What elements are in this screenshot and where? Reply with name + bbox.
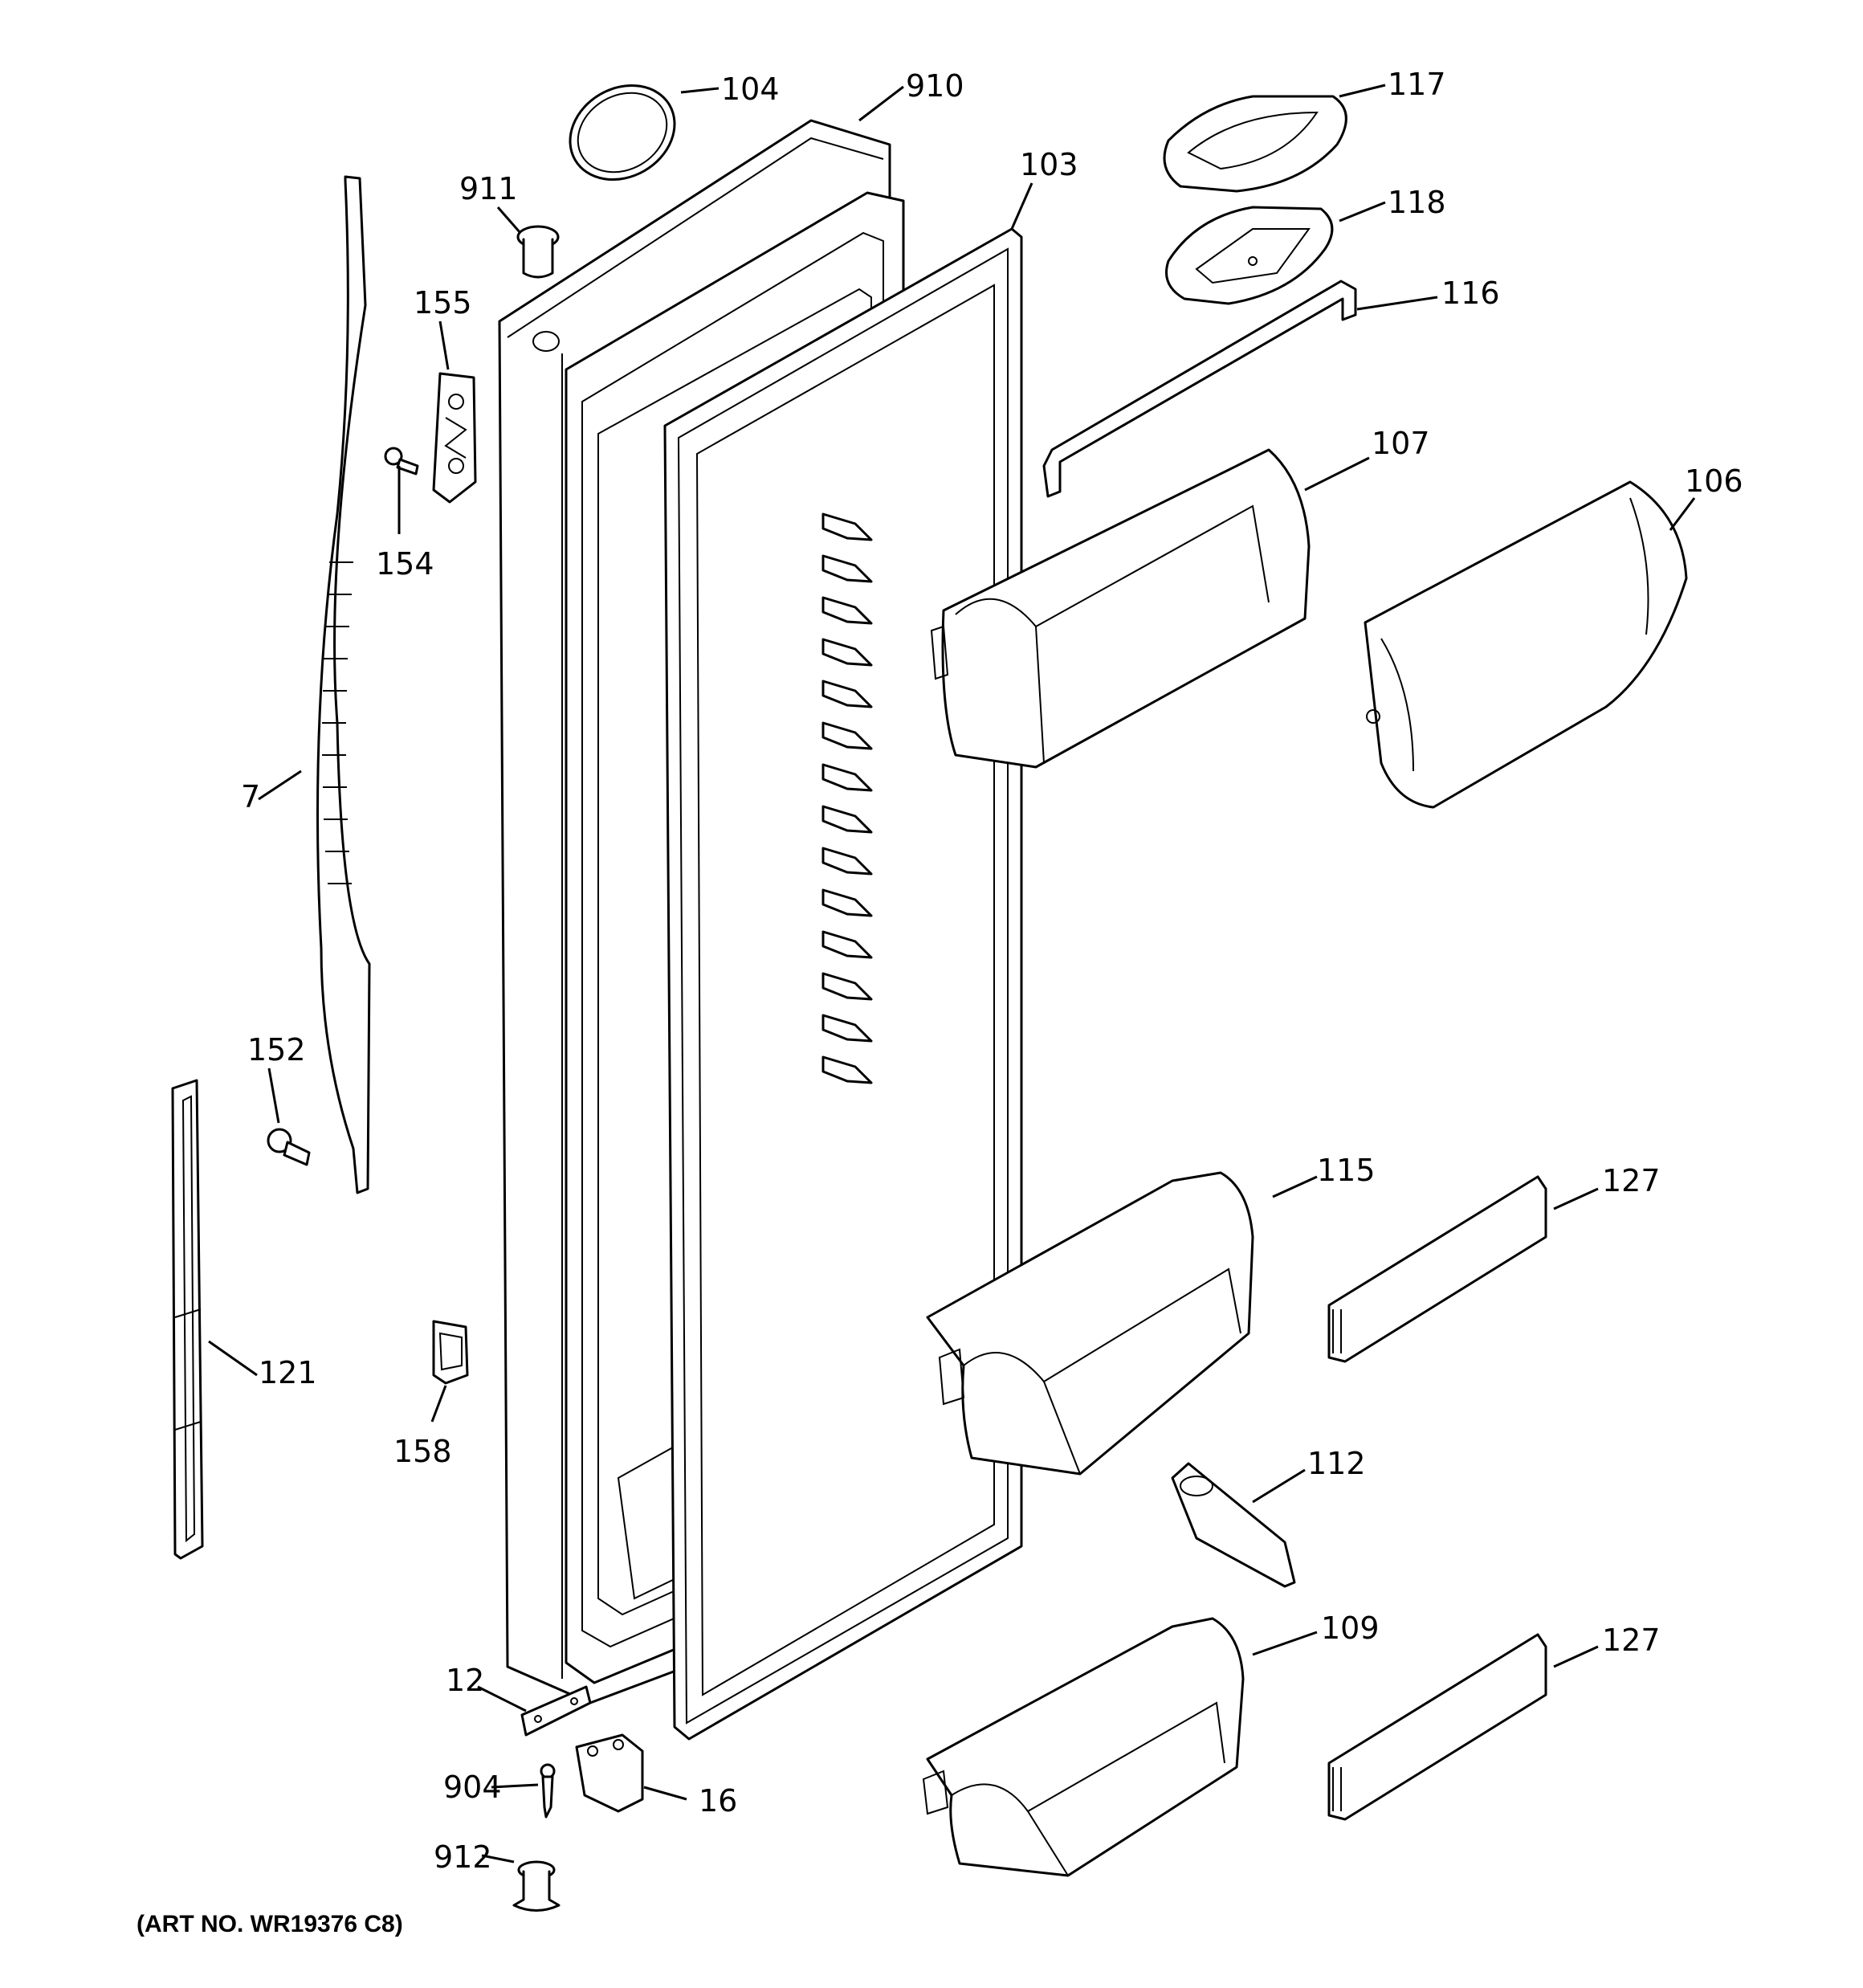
callout-12: 12 (446, 1663, 484, 1698)
bottom-hinge-plate (520, 1685, 592, 1737)
callout-121: 121 (259, 1355, 317, 1390)
bottom-hinge (575, 1733, 644, 1813)
callout-127-lower: 127 (1602, 1623, 1661, 1658)
callout-7: 7 (241, 779, 260, 814)
leader-lines (208, 84, 1696, 1863)
callout-109: 109 (1321, 1610, 1380, 1646)
dairy-bin (1165, 206, 1334, 305)
callout-103: 103 (1020, 147, 1078, 182)
lower-door-bin (922, 1617, 1245, 1877)
middle-bin-insert (1327, 1175, 1547, 1363)
dairy-rail (1042, 280, 1357, 498)
callout-104: 104 (721, 71, 780, 107)
callout-904: 904 (443, 1770, 502, 1805)
callout-912: 912 (434, 1839, 492, 1875)
callout-155: 155 (414, 285, 472, 320)
hinge-screw (384, 447, 419, 476)
callout-911: 911 (459, 171, 518, 206)
callout-118: 118 (1388, 185, 1446, 220)
seal-ring (569, 84, 676, 182)
callout-910: 910 (906, 68, 964, 104)
bottom-bushing (512, 1860, 561, 1912)
callout-115: 115 (1317, 1153, 1376, 1188)
hinge-plate-screw (540, 1763, 556, 1819)
shelf-rail-tabs (821, 512, 873, 1084)
callout-116: 116 (1441, 276, 1500, 311)
hinge-bracket (432, 372, 477, 504)
callout-16: 16 (699, 1783, 737, 1819)
callout-127-upper: 127 (1602, 1163, 1661, 1198)
lower-bin-insert (1327, 1633, 1547, 1821)
callout-152: 152 (247, 1032, 306, 1067)
trim-strip (171, 1079, 204, 1560)
callout-112: 112 (1307, 1446, 1366, 1481)
upper-door-bin (930, 448, 1311, 769)
top-bushing (516, 225, 560, 279)
seal-ring-inner (577, 92, 668, 173)
upper-bin-cover (1364, 480, 1688, 809)
art-number: (ART NO. WR19376 C8) (137, 1911, 403, 1937)
callout-106: 106 (1685, 463, 1743, 499)
trim-clip (432, 1320, 469, 1385)
door-handle (316, 175, 371, 1194)
callout-labels: 104 910 103 117 118 116 911 155 154 107 … (241, 67, 1743, 1875)
handle-screw (267, 1128, 311, 1166)
bin-divider (1171, 1462, 1296, 1588)
callout-158: 158 (393, 1434, 452, 1469)
middle-door-bin (926, 1171, 1254, 1476)
callout-107: 107 (1372, 426, 1430, 461)
dairy-door (1163, 95, 1347, 193)
callout-154: 154 (376, 546, 434, 582)
callout-117: 117 (1388, 67, 1446, 102)
